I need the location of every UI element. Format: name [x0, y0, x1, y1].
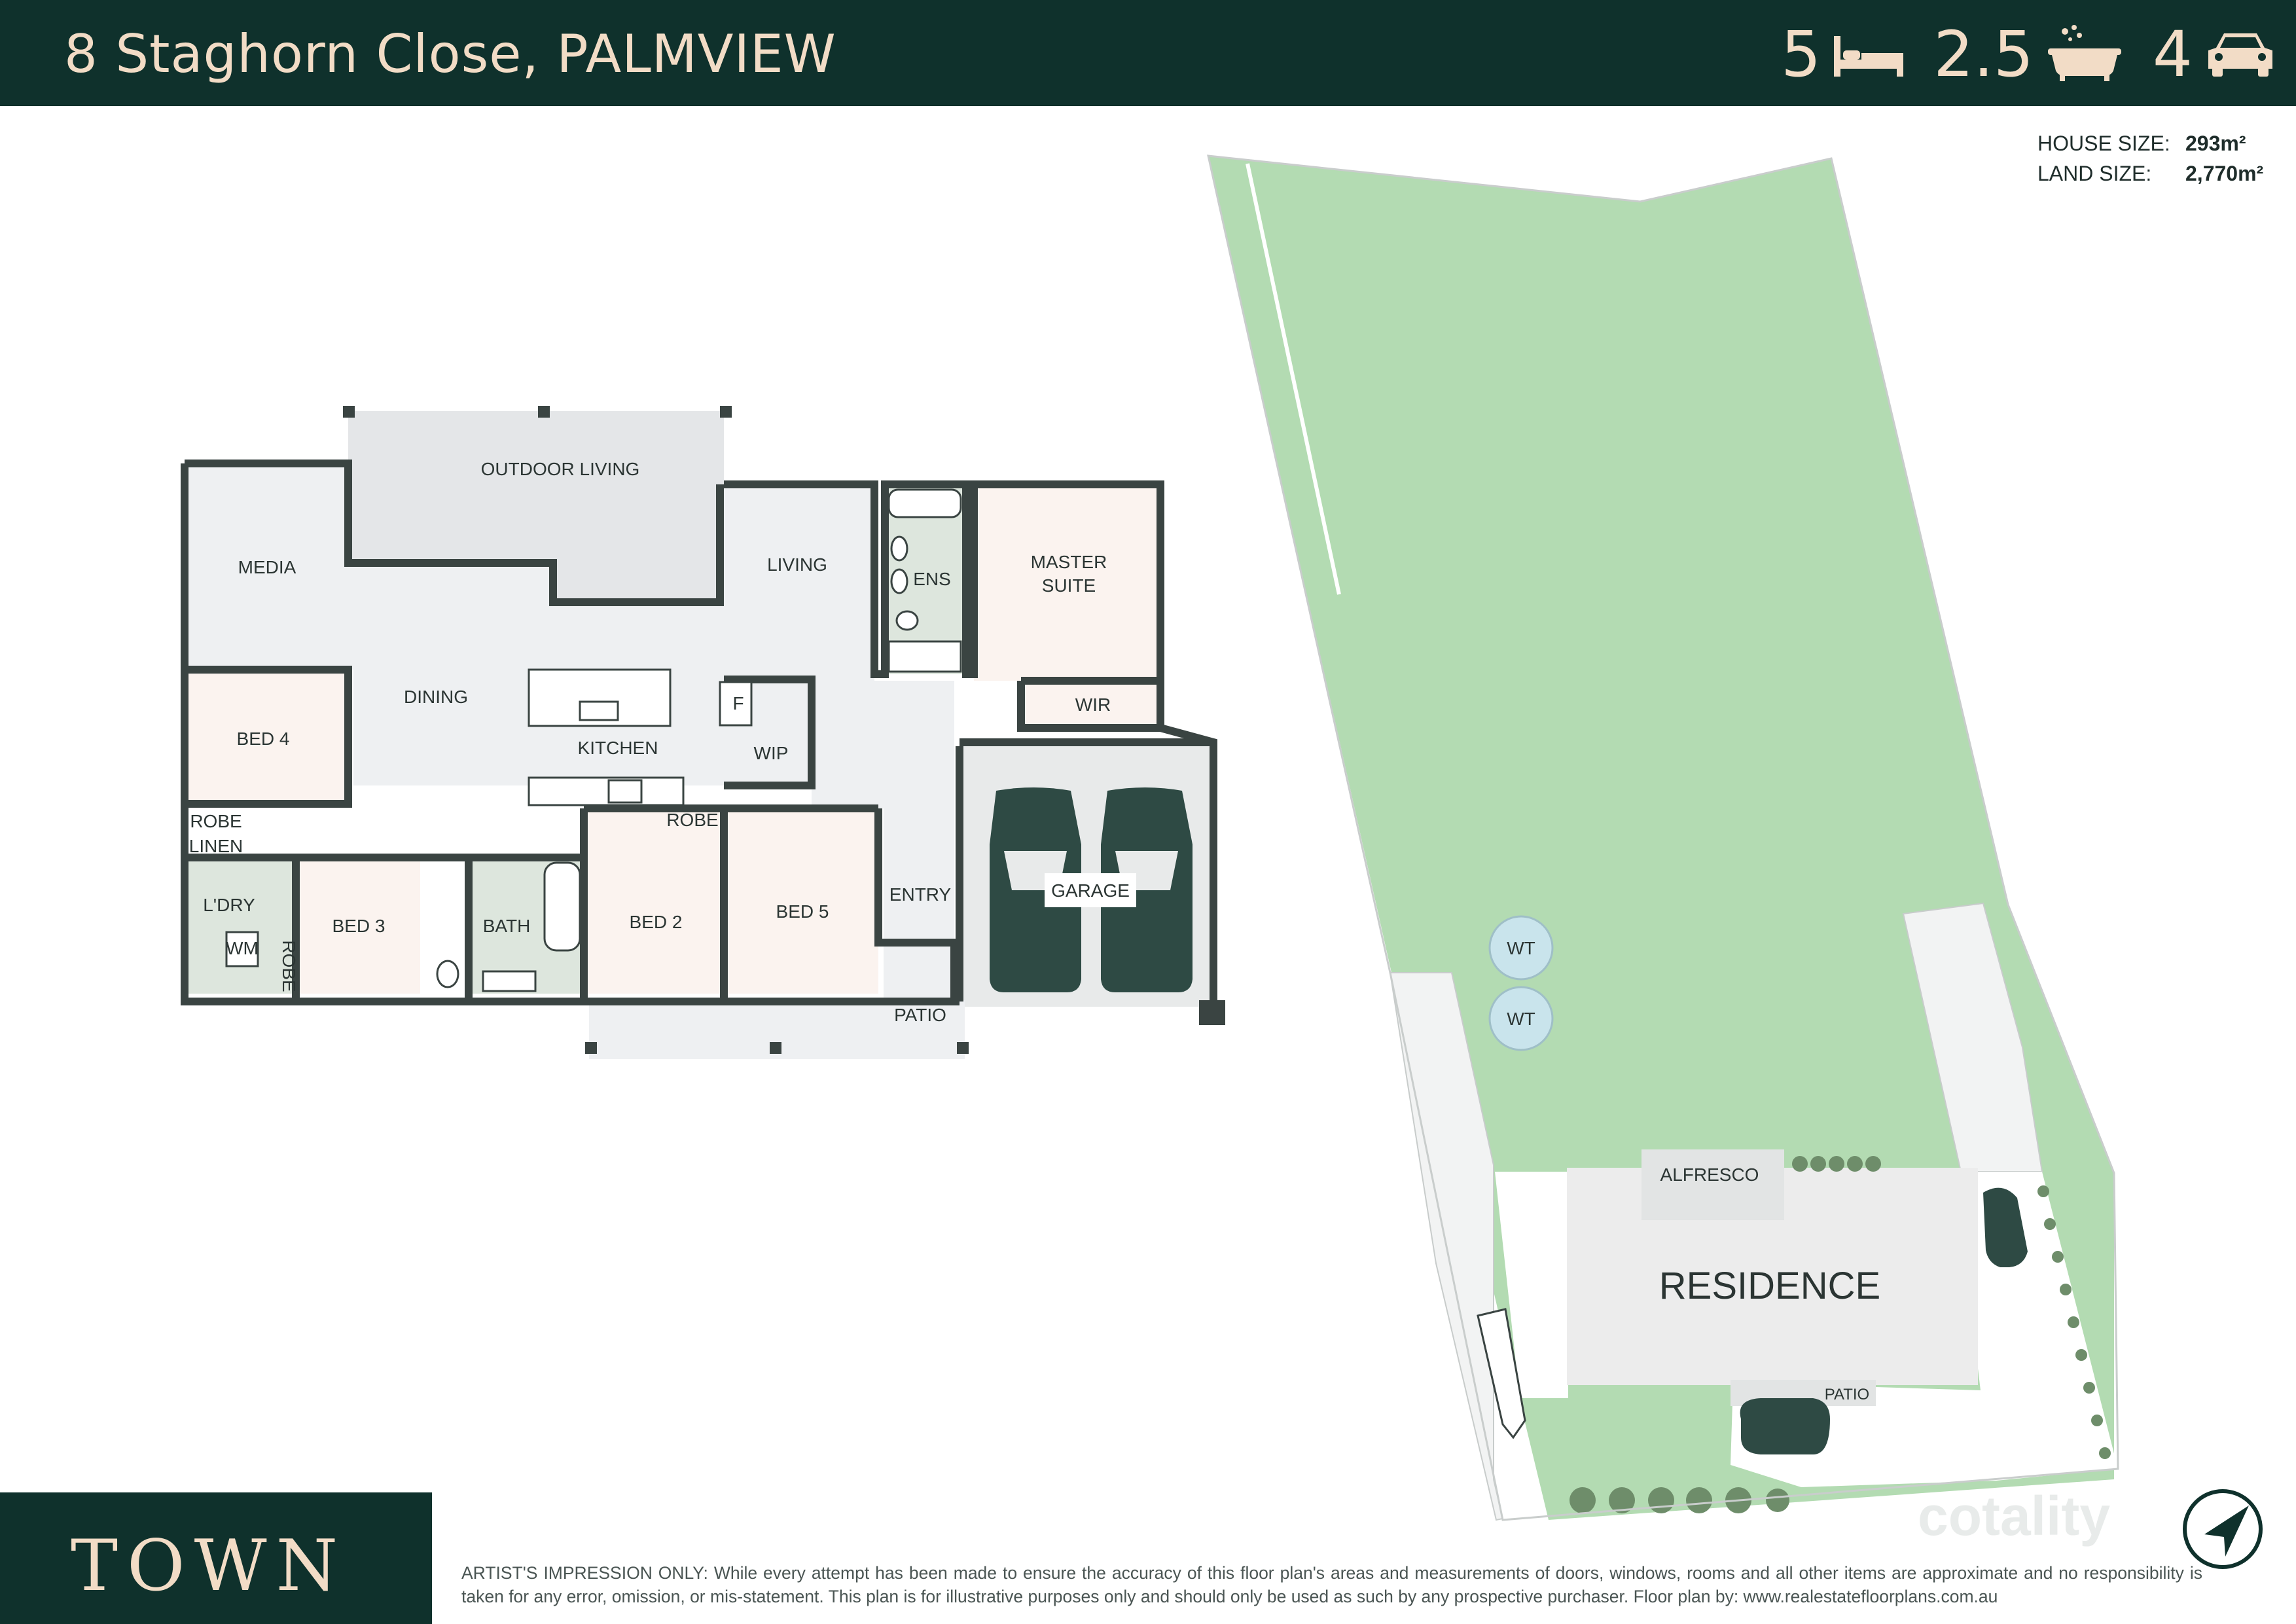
- ensuite-basin-1: [890, 535, 908, 562]
- ens-label: ENS: [913, 569, 951, 589]
- car-icon: [2204, 27, 2276, 82]
- side-path-right: [1902, 902, 2043, 1172]
- site-patio-label: PATIO: [1825, 1386, 1869, 1403]
- dining-label: DINING: [404, 687, 468, 707]
- baths-count: 2.5: [1933, 18, 2034, 91]
- cars-count: 4: [2152, 18, 2193, 91]
- bath-vanity: [482, 970, 537, 992]
- master-suite-room: [974, 484, 1160, 681]
- alfresco-label: ALFRESCO: [1660, 1164, 1759, 1185]
- bed5-label: BED 5: [776, 901, 829, 922]
- cooktop: [607, 779, 643, 804]
- water-tank-2: [1488, 986, 1554, 1051]
- alfresco-area: [1641, 1149, 1784, 1220]
- water-tank-1: [1488, 915, 1554, 981]
- washing-machine: [225, 931, 259, 967]
- laundry-room: [185, 857, 296, 994]
- bed3-label: BED 3: [332, 916, 386, 936]
- patio-label: PATIO: [894, 1005, 946, 1025]
- robe-label-2: ROBE: [666, 810, 718, 830]
- driveway: [1495, 1172, 2118, 1487]
- bed2-room: [584, 812, 721, 994]
- front-strip: [1495, 1172, 1568, 1398]
- site-plan: WT WT ALFRESCO RESIDENCE PATIO: [1207, 154, 2119, 1521]
- wir-room: [1021, 681, 1160, 728]
- header-bar: 8 Staghorn Close, PALMVIEW 5 2.5: [0, 0, 2296, 106]
- property-stats: 5 2.5: [1752, 18, 2276, 91]
- master-label-2: SUITE: [1042, 575, 1096, 596]
- property-address: 8 Staghorn Close, PALMVIEW: [64, 24, 836, 84]
- robe-label-3: ROBE: [279, 940, 299, 992]
- ensuite-shower: [888, 640, 962, 673]
- baths-stat: 2.5: [1933, 18, 2124, 91]
- linen-label: LINEN: [189, 836, 243, 856]
- parked-car-2: [1740, 1398, 1830, 1454]
- brand-block: TOWN: [0, 1492, 432, 1624]
- floor-plan: OUTDOOR LIVING MEDIA LIVING ENS MASTER S…: [181, 406, 1225, 1059]
- robe-label-1: ROBE: [190, 811, 242, 831]
- wir-label: WIR: [1075, 695, 1111, 715]
- wt-label-2: WT: [1507, 1009, 1535, 1029]
- bed5-room: [724, 812, 878, 994]
- media-label: MEDIA: [238, 557, 296, 577]
- north-arrow-icon: [2183, 1489, 2263, 1569]
- boat-icon: [1477, 1308, 1526, 1439]
- fridge-label: F: [732, 693, 744, 713]
- hedge-top: [1792, 1156, 1881, 1172]
- living-room: [720, 484, 874, 681]
- bed4-room: [185, 670, 348, 801]
- bed-icon: [1833, 27, 1905, 82]
- disclaimer-text: ARTIST'S IMPRESSION ONLY: While every at…: [461, 1563, 2202, 1606]
- garage-label-box: [1045, 873, 1136, 907]
- ensuite-toilet: [895, 610, 919, 631]
- living-label: LIVING: [767, 554, 827, 575]
- outdoor-living-label: OUTDOOR LIVING: [481, 459, 640, 479]
- bath-label: BATH: [483, 916, 531, 936]
- outdoor-living-area: [348, 411, 724, 605]
- fridge-space: [719, 681, 753, 727]
- size-summary: HOUSE SIZE: 293m² LAND SIZE: 2,770m²: [2037, 128, 2263, 189]
- bed4-label: BED 4: [237, 729, 290, 749]
- kitchen-island: [528, 668, 672, 727]
- ensuite-basin-2: [890, 568, 908, 594]
- master-label-1: MASTER: [1031, 552, 1107, 572]
- wt-label-1: WT: [1507, 938, 1535, 958]
- land-size-label: LAND SIZE:: [2037, 162, 2152, 185]
- boundary-path: [1246, 163, 1341, 595]
- site-boundary: [1207, 154, 2119, 1521]
- garage-label: GARAGE: [1051, 880, 1130, 901]
- wm-label: WM: [226, 938, 259, 958]
- kitchen-label: KITCHEN: [578, 738, 658, 758]
- hedge-right: [2037, 1185, 2111, 1459]
- brand-logo: TOWN: [71, 1525, 348, 1607]
- toilet: [436, 960, 459, 988]
- ensuite-bath: [888, 488, 962, 518]
- house-size-label: HOUSE SIZE:: [2037, 132, 2170, 155]
- kitchen-bench: [528, 776, 685, 806]
- main-bath: [543, 861, 581, 952]
- land-size-value: 2,770m²: [2185, 162, 2264, 185]
- bed2-label: BED 2: [630, 912, 683, 932]
- entry-area: [884, 943, 954, 1001]
- wip-label: WIP: [754, 743, 789, 763]
- bathtub-icon: [2045, 24, 2124, 85]
- laundry-label: L'DRY: [203, 895, 255, 915]
- parked-car-1: [1983, 1187, 2028, 1267]
- beds-count: 5: [1781, 18, 1821, 91]
- residence-label: RESIDENCE: [1659, 1265, 1880, 1307]
- house-size-value: 293m²: [2185, 132, 2246, 155]
- entry-label: ENTRY: [889, 884, 952, 905]
- cars-stat: 4: [2153, 18, 2276, 91]
- sink: [579, 700, 619, 721]
- cotality-watermark: cotality: [1918, 1485, 2111, 1547]
- bed3-room: [296, 857, 420, 994]
- beds-stat: 5: [1781, 18, 1905, 91]
